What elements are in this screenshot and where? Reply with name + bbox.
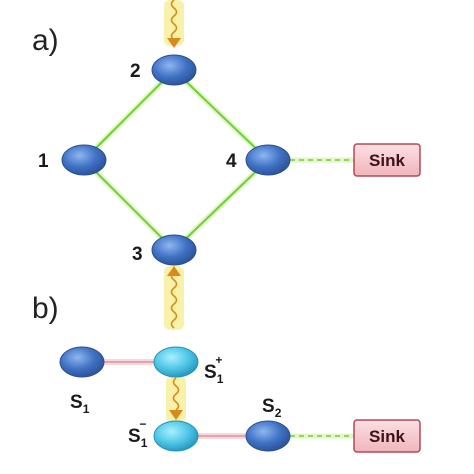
s1-label-index: 1 — [83, 402, 90, 416]
s1-node — [59, 346, 105, 378]
s1-label: S1 — [70, 392, 90, 416]
s2-label-index: 2 — [275, 406, 282, 420]
link-2-4 — [171, 67, 271, 163]
panel-b-label: b) — [32, 292, 59, 325]
sink-label-b: Sink — [369, 427, 405, 446]
network-links — [81, 67, 354, 253]
site-2-node — [151, 54, 197, 86]
s2-label-base: S — [262, 396, 275, 417]
sink-box-b: Sink — [353, 419, 421, 453]
s2-label: S2 — [262, 396, 282, 420]
photon-arrow-bottom — [164, 266, 184, 330]
site-1-node — [61, 144, 107, 176]
link-1-2 — [81, 67, 177, 163]
link-1-3 — [81, 157, 177, 253]
site-2-label: 2 — [130, 61, 141, 82]
s1-label-base: S — [70, 392, 83, 413]
s1-plus-label-sign: + — [215, 353, 222, 367]
s1-minus-node — [153, 420, 199, 452]
s1-plus-label-index: 1 — [217, 372, 224, 386]
photon-arrow-top — [164, 0, 184, 48]
s1-minus-label: S1 − — [128, 417, 148, 450]
site-3-label: 3 — [132, 244, 143, 265]
s1-minus-label-base: S — [128, 426, 141, 447]
photon-arrow-reduced — [166, 376, 186, 422]
panel-a-label: a) — [32, 24, 59, 57]
site-3-node — [151, 234, 197, 266]
s1-minus-label-sign: − — [139, 417, 146, 431]
sink-box-a: Sink — [353, 143, 421, 177]
s1-plus-label-base: S — [204, 362, 217, 383]
site-4-node — [245, 144, 291, 176]
sink-label-a: Sink — [369, 151, 405, 170]
s2-node — [245, 420, 291, 452]
s1-minus-label-index: 1 — [141, 436, 148, 450]
link-3-4 — [171, 157, 271, 253]
s1-plus-node — [153, 346, 199, 378]
site-1-label: 1 — [38, 151, 49, 172]
site-4-label: 4 — [226, 151, 237, 172]
s1-plus-label: S1 + — [204, 353, 224, 386]
